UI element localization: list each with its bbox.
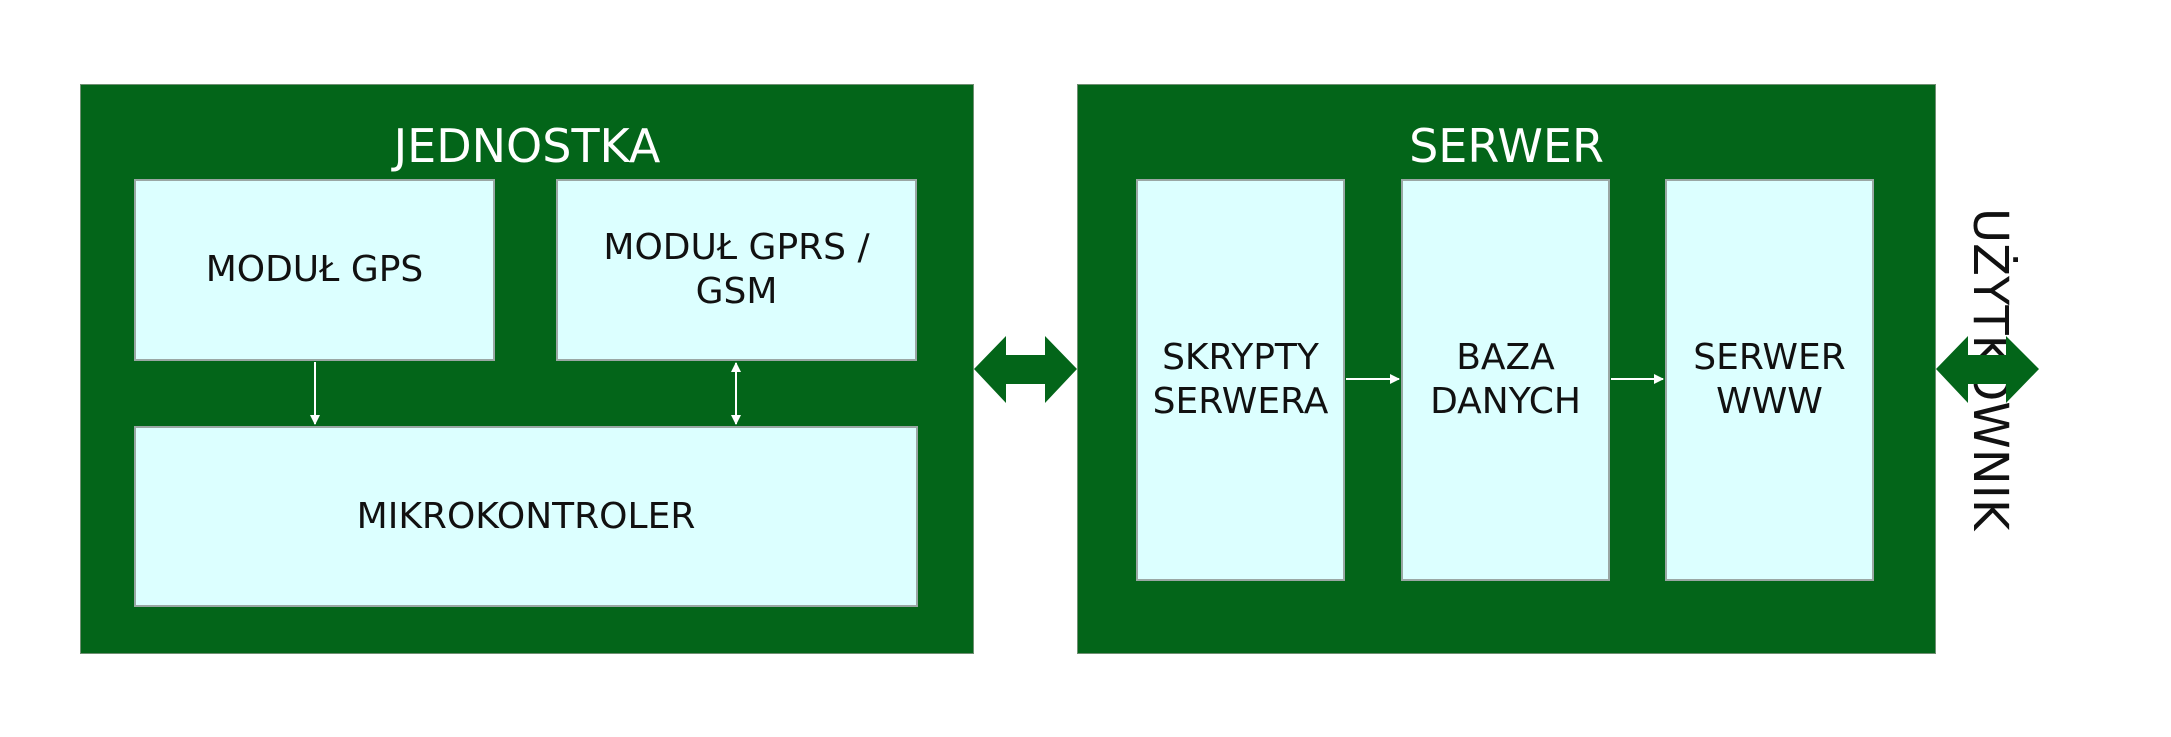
unit-server-double-arrow (974, 336, 1077, 403)
microcontroller-module-label: MIKROKONTROLER (356, 495, 696, 537)
www-server-label-line1: SERWER (1693, 337, 1846, 378)
www-server-module: SERWER WWW (1665, 179, 1874, 581)
server-title: SERWER (1409, 119, 1604, 173)
gprs-gsm-module: MODUŁ GPRS / GSM (556, 179, 917, 361)
gprs-gsm-module-label: MODUŁ GPRS / GSM (603, 227, 870, 312)
database-label-line2: DANYCH (1430, 381, 1581, 422)
server-scripts-label-line2: SERWERA (1152, 381, 1329, 422)
database-label-line1: BAZA (1456, 337, 1555, 378)
server-scripts-label-line1: SKRYPTY (1162, 337, 1319, 378)
unit-title: JEDNOSTKA (393, 119, 661, 173)
server-scripts-module: SKRYPTY SERWERA (1136, 179, 1345, 581)
database-module: BAZA DANYCH (1401, 179, 1610, 581)
server-user-double-arrow (1936, 336, 2039, 403)
gps-module: MODUŁ GPS (134, 179, 495, 361)
gps-module-label: MODUŁ GPS (205, 249, 424, 290)
www-server-label-line2: WWW (1716, 381, 1823, 422)
microcontroller-module: MIKROKONTROLER (134, 426, 918, 607)
